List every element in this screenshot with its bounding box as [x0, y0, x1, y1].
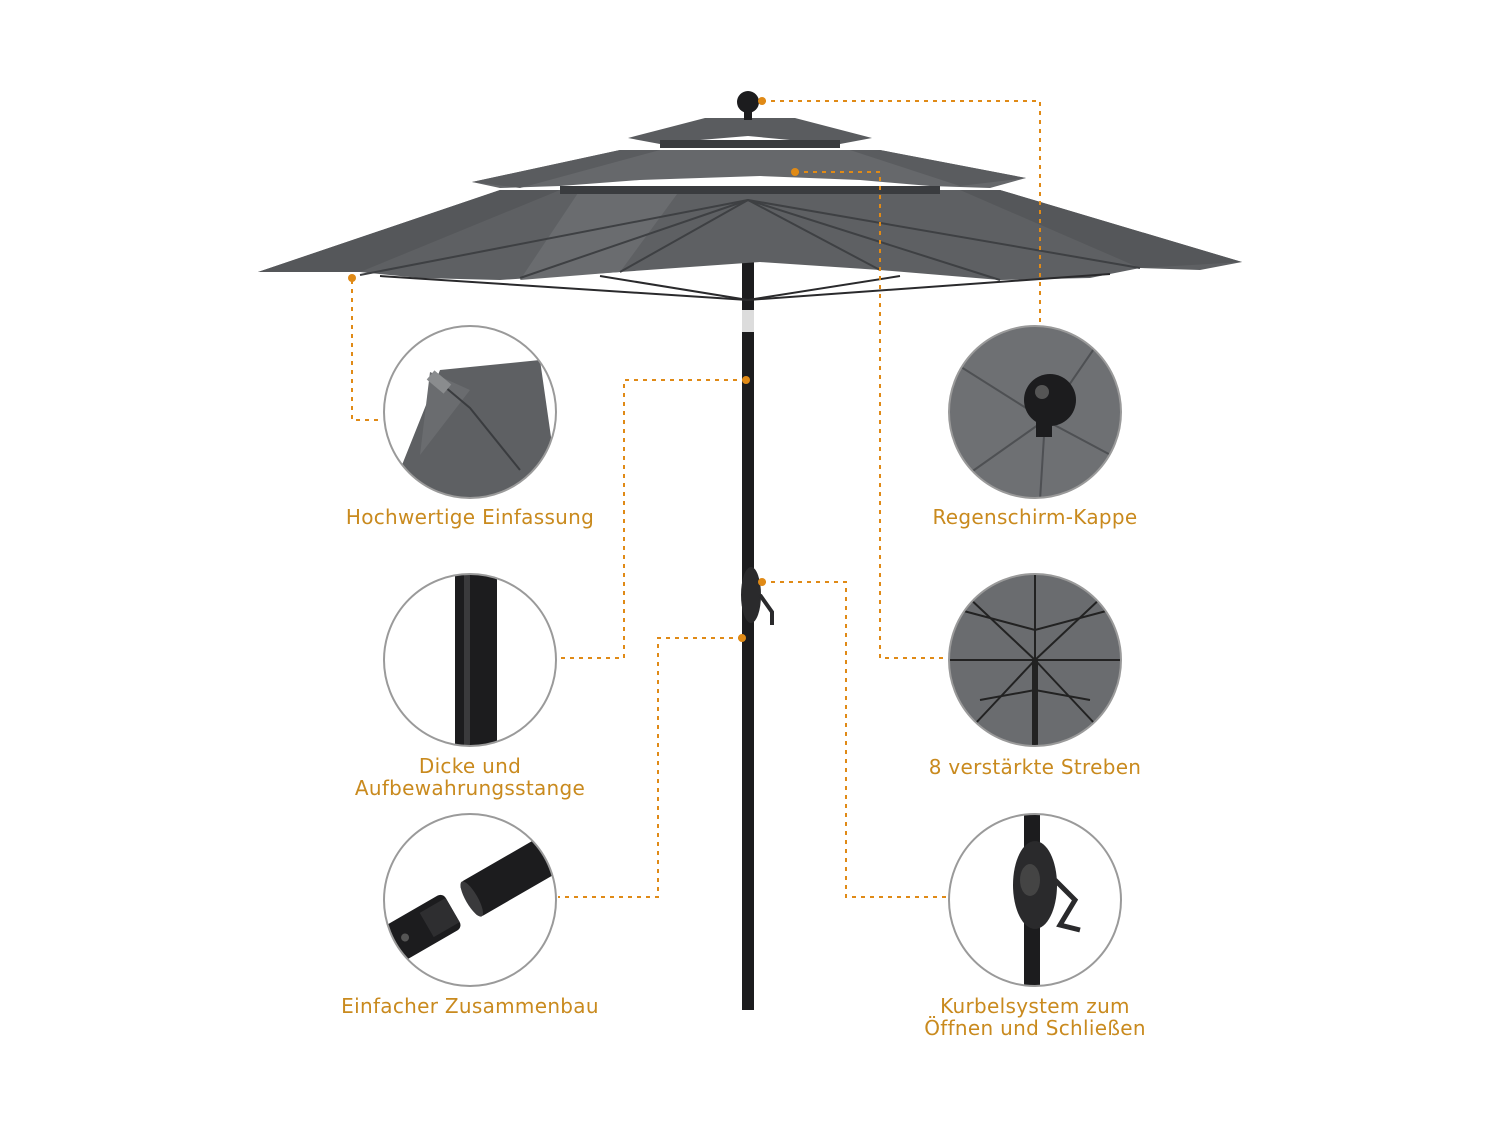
leader-crank: [762, 581, 948, 898]
pole-joint-icon: [383, 813, 557, 987]
label-ribs: 8 verstärkte Streben: [928, 755, 1142, 779]
pole-band: [742, 310, 754, 332]
label-border: Hochwertige Einfassung: [345, 505, 595, 529]
leader-lines: [351, 100, 1041, 898]
umbrella: [258, 91, 1242, 1010]
crank-arm: [758, 593, 774, 625]
leader-pole: [558, 379, 746, 659]
top-canopy: [628, 118, 872, 144]
leader-border: [351, 280, 382, 421]
pole: [742, 255, 754, 1010]
label-pole-line1: Dicke und: [418, 754, 522, 778]
finial-cap-icon: [948, 325, 1122, 499]
label-pole: Dicke und Aufbewahrungsstange: [300, 755, 640, 799]
label-crank-line1: Kurbelsystem zum: [940, 994, 1130, 1018]
label-crank-line2: Öffnen und Schließen: [924, 1016, 1146, 1040]
thick-pole-icon: [383, 573, 557, 747]
ribs-icon: [948, 573, 1122, 747]
label-pole-line2: Aufbewahrungsstange: [354, 776, 586, 800]
label-crank: Kurbelsystem zum Öffnen und Schließen: [865, 995, 1205, 1039]
leader-cap: [762, 100, 1041, 325]
label-assembly: Einfacher Zusammenbau: [341, 994, 599, 1018]
leader-ribs: [795, 171, 948, 659]
label-cap: Regenschirm-Kappe: [932, 505, 1138, 529]
canopy-edge-icon: [383, 325, 557, 499]
crank-housing: [741, 567, 761, 623]
crank-handle-icon: [948, 813, 1122, 987]
finial: [737, 91, 759, 113]
leader-dots: [348, 97, 799, 642]
